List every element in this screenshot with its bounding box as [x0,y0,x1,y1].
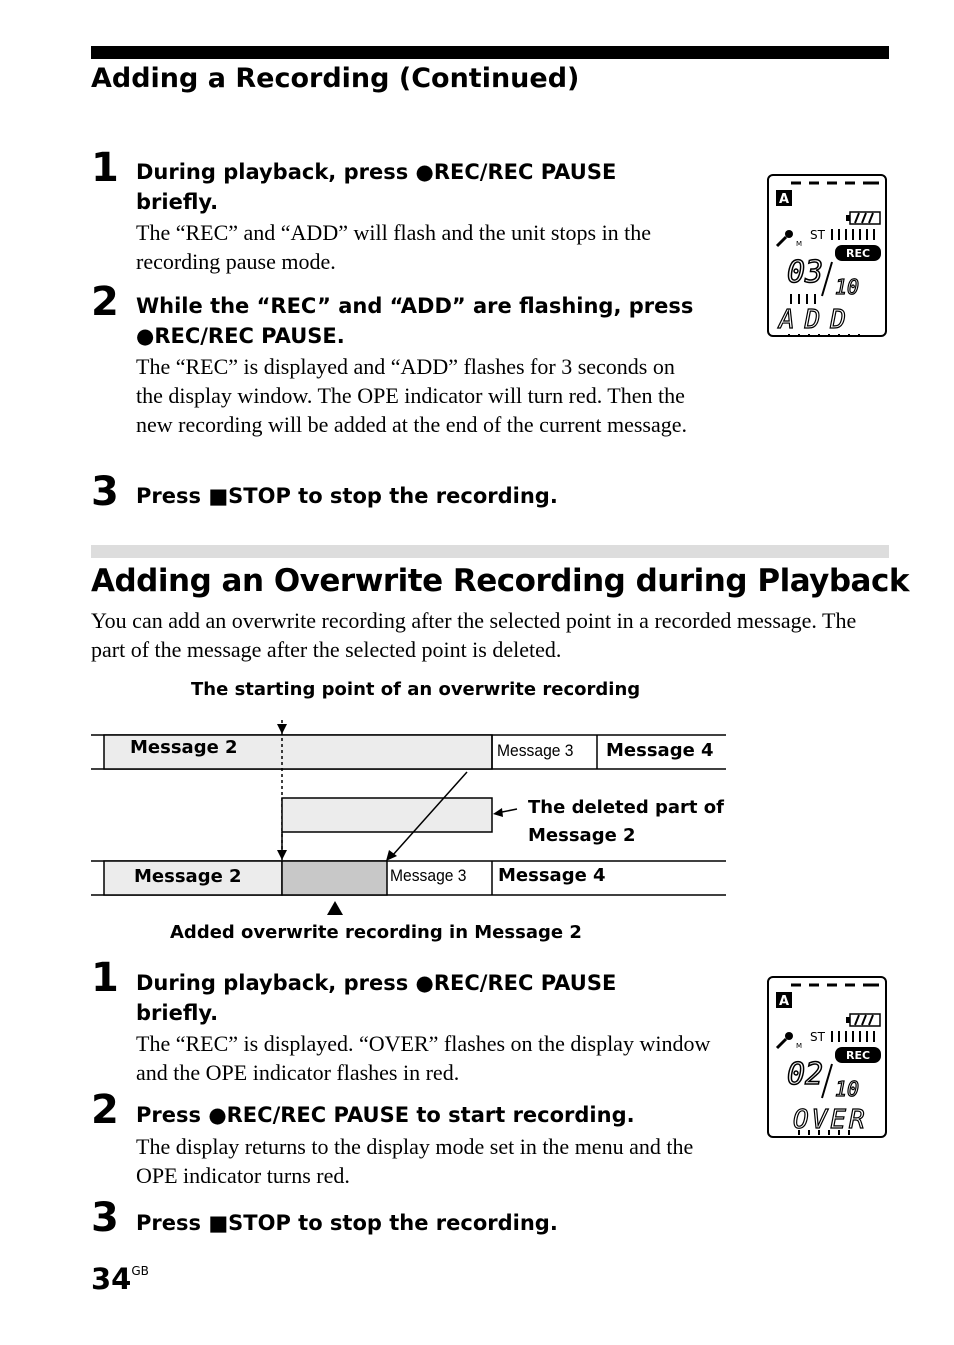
row2-message4: Message 4 [498,865,606,886]
total-messages: 10 [835,275,859,299]
microphone-icon [775,230,793,248]
stereo-indicator: ST [810,1030,826,1044]
lcd-mode-text: OVER [793,1105,868,1135]
page-number: 34GB [91,1262,149,1296]
section-divider [91,545,889,558]
step-body: The “REC” and “ADD” will flash and the u… [136,220,652,274]
step-heading: Press ●REC/REC PAUSE to start recording. [136,1103,635,1127]
mic-sensitivity: M [796,240,802,248]
diagram-top-label: The starting point of an overwrite recor… [191,679,641,700]
step-body: The “REC” is displayed. “OVER” flashes o… [136,1031,711,1085]
step-number: 1 [91,145,119,191]
step-number: 1 [91,955,119,1001]
lcd-display-over: A M ST REC 02 10 OVER [767,976,887,1138]
microphone-icon [775,1032,793,1050]
rec-badge [835,1047,881,1063]
folder-box [776,190,792,206]
stereo-indicator: ST [810,228,826,242]
step-heading: Press ■STOP to stop the recording. [136,484,558,508]
record-dot-icon: ● [415,971,434,995]
step-number: 3 [91,1195,119,1241]
row1-message3: Message 3 [497,741,574,760]
stop-square-icon: ■ [208,1211,229,1235]
rec-indicator: REC [846,247,870,260]
rec-badge [835,245,881,261]
row2-message2: Message 2 [134,866,242,887]
step-heading: Press ■STOP to stop the recording. [136,1211,558,1235]
step-heading: While the “REC” and “ADD” are flashing, … [136,294,694,348]
lcd-segments: A M ST REC 03 10 ADD [775,181,881,335]
step-number: 2 [91,279,119,325]
rec-indicator: REC [846,1049,870,1062]
lcd-display-add: A M ST REC 03 10 ADD [767,174,887,337]
row2-message3: Message 3 [390,866,467,885]
stop-square-icon: ■ [208,484,229,508]
total-messages: 10 [835,1077,859,1101]
step-body: The “REC” is displayed and “ADD” flashes… [136,354,688,437]
message-number: 03 [787,255,823,290]
step-body: The display returns to the display mode … [136,1134,694,1188]
battery-icon [846,211,881,225]
step-number: 2 [91,1087,119,1133]
diagram-lines [91,720,726,915]
record-dot-icon: ● [208,1103,227,1127]
up-arrow-icon [327,901,343,915]
folder-label: A [779,994,789,1009]
diagram-bottom-label: Added overwrite recording in Message 2 [170,922,582,943]
row1-message4: Message 4 [606,740,714,761]
message-number: 02 [787,1057,823,1092]
folder-label: A [779,192,789,207]
top-rule [91,46,889,59]
section-heading: Adding an Overwrite Recording during Pla… [91,563,909,599]
battery-icon [846,1013,881,1027]
step-heading: During playback, press ●REC/REC PAUSE br… [136,160,617,214]
step-heading: During playback, press ●REC/REC PAUSE br… [136,971,617,1025]
intro-paragraph: You can add an overwrite recording after… [91,608,857,662]
folder-box [776,992,792,1008]
row1-message2: Message 2 [130,737,238,758]
lcd-segments: A M ST REC 02 10 OVER [775,983,881,1136]
step-number: 3 [91,469,119,515]
deleted-label-line1: The deleted part of [528,797,724,818]
record-dot-icon: ● [136,324,155,348]
mic-sensitivity: M [796,1042,802,1050]
record-dot-icon: ● [415,160,434,184]
deleted-label-line2: Message 2 [528,825,636,846]
page-suffix: GB [131,1264,149,1278]
section-title: Adding a Recording (Continued) [91,63,580,94]
lcd-mode-text: ADD [777,305,856,335]
